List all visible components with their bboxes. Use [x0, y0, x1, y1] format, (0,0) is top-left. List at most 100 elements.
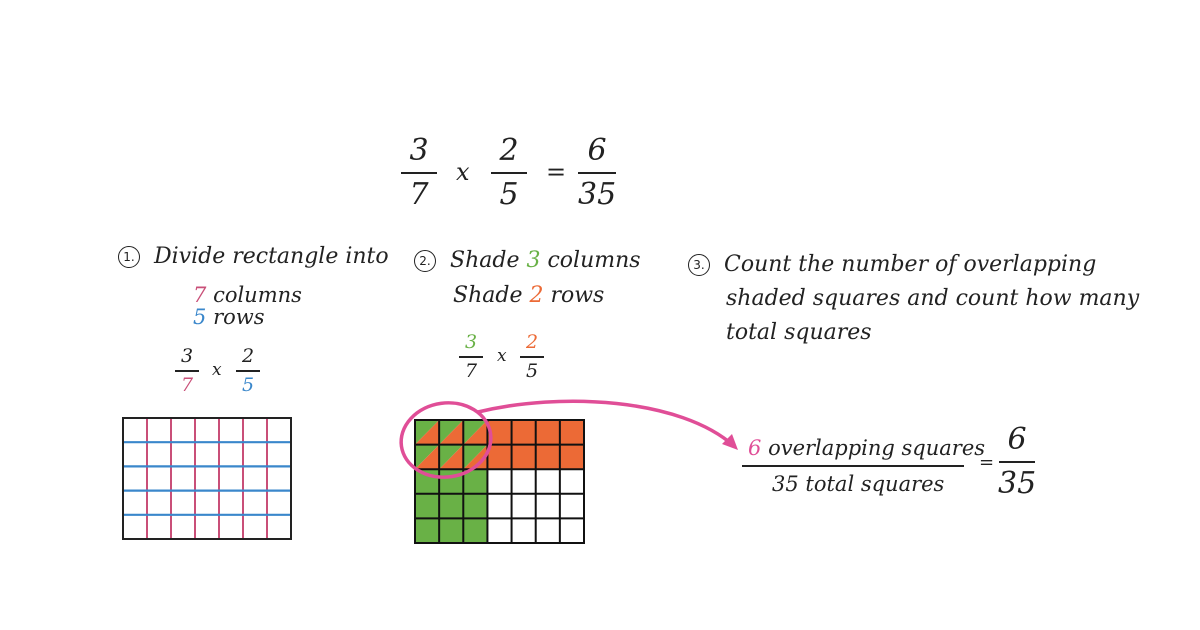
- denominator: 5: [241, 373, 255, 396]
- shaded-column-cell: [415, 518, 440, 543]
- overlap-cell-orange-half: [415, 420, 440, 445]
- overlap-cell-orange-half: [439, 444, 464, 470]
- shaded-column-cell: [439, 493, 464, 519]
- step3-line2: shaded squares and count how many: [726, 286, 1140, 311]
- final-result-fraction: 6 35: [998, 425, 1036, 499]
- step3-line3: total squares: [726, 320, 872, 345]
- denominator: 7: [409, 177, 429, 212]
- unshaded-cell: [487, 518, 512, 543]
- unshaded-cell: [559, 518, 584, 543]
- grid-outline: [414, 419, 585, 544]
- overlap-numerator-text: 6 overlapping squares: [748, 436, 985, 460]
- unshaded-cell: [487, 493, 512, 519]
- equation-left-fraction: 3 7: [401, 136, 437, 210]
- columns-label: columns: [213, 283, 302, 307]
- overlap-cell-orange-half: [463, 420, 488, 445]
- shaded-column-cell: [439, 518, 464, 543]
- shaded-column-cell: [415, 493, 440, 519]
- divided-rectangle-grid: [122, 417, 292, 540]
- shaded-rows-value: 2: [529, 283, 544, 308]
- shade-label: Shade: [450, 248, 520, 273]
- rows-label: rows: [550, 283, 605, 308]
- denominator: 5: [499, 177, 519, 212]
- unshaded-cell: [487, 469, 512, 494]
- overlap-cell-orange-half: [439, 420, 464, 445]
- shaded-row-cell: [559, 420, 584, 445]
- denominator: 35: [578, 177, 617, 212]
- columns-value: 7: [193, 283, 207, 307]
- step1-left-fraction: 3 7: [175, 347, 199, 395]
- equals-sign: =: [979, 452, 995, 473]
- numerator: 3: [409, 133, 429, 168]
- rows-value: 5: [193, 305, 207, 329]
- total-denominator-text: 35 total squares: [772, 472, 945, 496]
- overlap-label: overlapping squares: [768, 436, 986, 460]
- numerator: 2: [525, 331, 539, 353]
- shaded-column-cell: [439, 469, 464, 494]
- denominator: 7: [464, 359, 478, 382]
- columns-label: columns: [547, 248, 641, 273]
- unshaded-cell: [535, 493, 560, 519]
- shaded-column-cell: [463, 518, 488, 543]
- step3-line1: Count the number of overlapping: [724, 252, 1097, 277]
- equation-result-fraction: 6 35: [578, 136, 616, 210]
- step-number-icon: 3.: [688, 253, 710, 276]
- shaded-column-cell: [463, 493, 488, 519]
- unshaded-cell: [559, 469, 584, 494]
- shaded-columns-value: 3: [526, 248, 541, 273]
- fraction-bar: [236, 370, 260, 372]
- unshaded-cell: [511, 469, 536, 494]
- fraction-bar: [520, 356, 544, 358]
- step2-line2: Shade 2 rows: [453, 283, 604, 308]
- curved-arrow: [477, 399, 736, 448]
- denominator: 35: [998, 466, 1037, 501]
- overlap-highlight-circle: [399, 401, 493, 479]
- shaded-row-cell: [535, 420, 560, 445]
- equation-right-fraction: 2 5: [491, 136, 527, 210]
- step1-heading-text: Divide rectangle into: [154, 244, 389, 269]
- shaded-row-cell: [487, 444, 512, 470]
- times-operator: x: [212, 360, 222, 380]
- numerator: 2: [499, 133, 519, 168]
- fraction-bar: [491, 172, 527, 174]
- fraction-bar: [459, 356, 483, 358]
- numerator: 2: [241, 345, 255, 367]
- step-number-icon: 1.: [118, 245, 140, 268]
- shaded-row-cell: [511, 420, 536, 445]
- unshaded-cell: [511, 493, 536, 519]
- unshaded-cell: [535, 469, 560, 494]
- equals-sign: =: [546, 158, 567, 186]
- step1-rows-line: 5 rows: [193, 305, 265, 329]
- denominator: 7: [180, 373, 194, 396]
- shaded-row-cell: [535, 444, 560, 470]
- step1-columns-line: 7 columns: [193, 283, 302, 307]
- numerator: 6: [587, 133, 607, 168]
- step2-heading: 2. Shade 3 columns: [414, 248, 641, 273]
- numerator: 3: [464, 331, 478, 353]
- fraction-bar: [175, 370, 199, 372]
- numerator: 6: [1007, 422, 1027, 457]
- shaded-row-cell: [559, 444, 584, 470]
- result-fraction-bar: [742, 465, 964, 467]
- times-operator: x: [456, 158, 470, 186]
- step2-right-fraction: 2 5: [520, 333, 544, 381]
- step1-right-fraction: 2 5: [236, 347, 260, 395]
- fraction-bar: [401, 172, 437, 174]
- shaded-area-model-grid: [414, 419, 585, 544]
- fraction-bar: [578, 172, 617, 174]
- step3-heading: 3. Count the number of overlapping: [688, 252, 1096, 277]
- overlap-value: 6: [748, 436, 762, 460]
- unshaded-cell: [535, 518, 560, 543]
- unshaded-cell: [559, 493, 584, 519]
- denominator: 5: [525, 359, 539, 382]
- rows-label: rows: [213, 305, 265, 329]
- shade-label: Shade: [453, 283, 523, 308]
- fraction-bar: [999, 461, 1036, 463]
- step2-left-fraction: 3 7: [459, 333, 483, 381]
- unshaded-cell: [511, 518, 536, 543]
- overlap-cell-orange-half: [415, 444, 440, 470]
- arrow-head-icon: [722, 434, 738, 450]
- step2-line1: Shade 3 columns: [450, 248, 641, 273]
- rectangle-outline: [122, 417, 292, 540]
